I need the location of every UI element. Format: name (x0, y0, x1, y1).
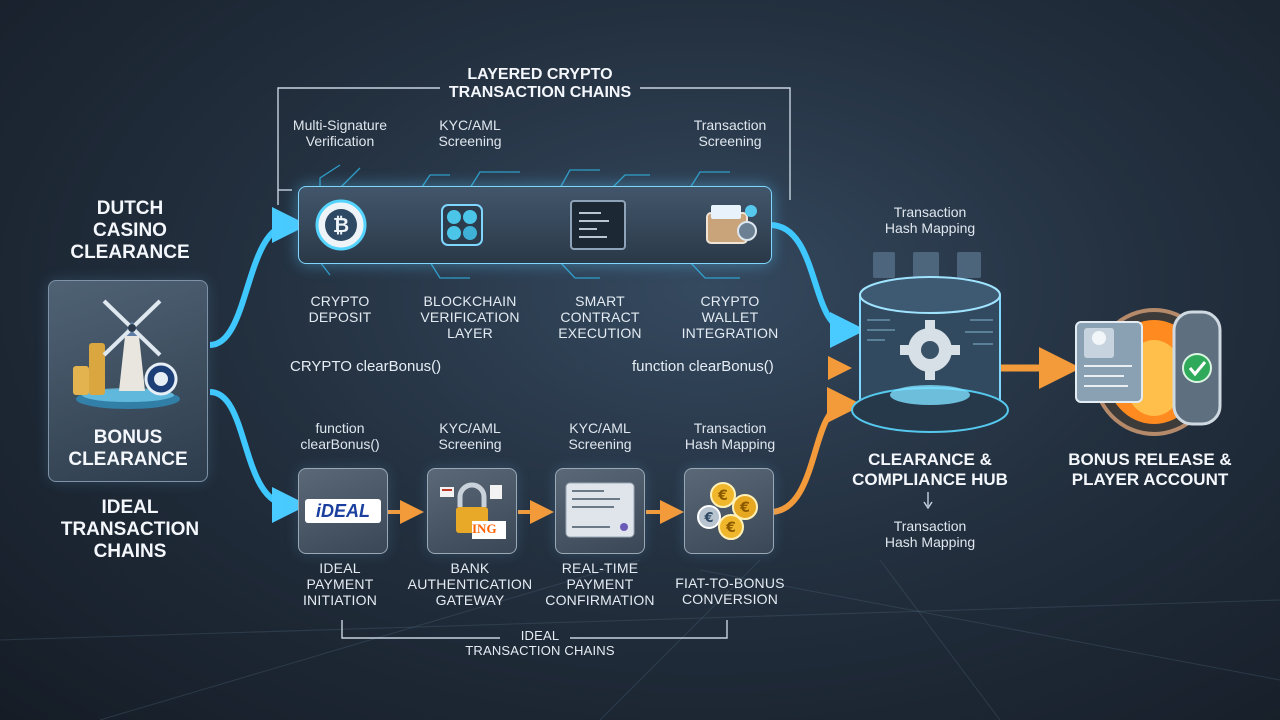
hub-bottom-label: Transaction Hash Mapping (884, 518, 976, 551)
svg-text:€: € (703, 511, 713, 526)
crypto-chain-panel: ₿ (298, 186, 772, 264)
left-bottom-title: iDEAL TRANSACTION CHAINS (60, 497, 200, 562)
center-line-right-label: function clearBonus() (632, 358, 774, 375)
left-title: DUTCH CASINO CLEARANCE (70, 198, 190, 263)
euro-coins-icon: € € € € (697, 482, 758, 540)
ideal-logo-icon: iDEAL (305, 499, 381, 523)
top-bracket-right (640, 87, 791, 200)
hub-cylinder-icon (851, 252, 1009, 433)
ideal-payment-node: iDEAL (298, 468, 388, 554)
contract-icon (570, 200, 626, 250)
gear-icon (900, 320, 960, 380)
bonus-clearance-box: BONUS CLEARANCE (48, 280, 208, 482)
check-icon (1182, 353, 1212, 383)
svg-text:€: € (739, 500, 750, 516)
vault-icon (1075, 308, 1222, 436)
bottom-bracket-left (341, 620, 500, 639)
floor-grid (0, 559, 1280, 720)
fiat-top-label-2: KYC/AML Screening (438, 420, 502, 453)
fiat-bonus-node: € € € € (684, 468, 774, 554)
bank-auth-node: ING (427, 468, 517, 554)
left-to-crypto-arrow (209, 207, 308, 348)
fiat-top-label-4: Transaction Hash Mapping (684, 420, 776, 453)
bottom-bracket-right (570, 620, 728, 639)
hub-title: CLEARANCE & COMPLIANCE HUB (852, 450, 1008, 489)
chip-icon (441, 204, 483, 246)
fiat-top-label-3: KYC/AML Screening (568, 420, 632, 453)
crypto-top-label-1: Multi-Signature Verification (292, 117, 388, 150)
coin-stack-icon (89, 343, 105, 395)
bitcoin-icon: ₿ (315, 199, 367, 251)
center-line-left-label: CRYPTO clearBonus() (290, 358, 442, 375)
fiat-node-label-2: BANK AUTHENTICATION GATEWAY (407, 560, 533, 609)
top-bracket-left (277, 87, 440, 205)
crypto-node-label-4: CRYPTO WALLET INTEGRATION (681, 293, 779, 342)
fiat-node-label-4: FIAT-TO-BONUS CONVERSION (675, 575, 785, 608)
crypto-node-label-3: SMART CONTRACT EXECUTION (558, 293, 642, 342)
bottom-bracket-label: iDEAL TRANSACTION CHAINS (465, 628, 615, 658)
svg-text:€: € (725, 520, 736, 536)
payment-confirm-node (555, 468, 645, 554)
padlock-icon (440, 482, 506, 539)
windmill-icon (73, 299, 180, 409)
ing-logo-icon: ING (472, 521, 497, 536)
svg-text:₿: ₿ (333, 215, 349, 237)
wallet-icon (706, 205, 757, 244)
fiat-node-label-3: REAL-TIME PAYMENT CONFIRMATION (545, 560, 655, 609)
top-bracket-label: LAYERED CRYPTO TRANSACTION CHAINS (448, 66, 632, 102)
left-to-fiat-arrow (209, 389, 308, 523)
hub-top-label: Transaction Hash Mapping (884, 204, 976, 237)
fiat-node-label-1: iDEAL PAYMENT INITIATION (302, 560, 378, 609)
svg-text:€: € (717, 488, 728, 504)
release-title: BONUS RELEASE & PLAYER ACCOUNT (1068, 450, 1232, 489)
fiat-top-label-1: function clearBonus() (300, 420, 380, 453)
crypto-top-label-3: Transaction Screening (693, 117, 767, 150)
crypto-node-label-2: BLOCKCHAIN VERIFICATION LAYER (420, 293, 520, 342)
bonus-clearance-label: BONUS CLEARANCE (68, 427, 188, 470)
crypto-top-label-2: KYC/AML Screening (438, 117, 502, 150)
crypto-node-label-1: CRYPTO DEPOSIT (308, 293, 372, 326)
fiat-to-hub-arrow (769, 387, 863, 515)
receipt-icon (565, 482, 635, 538)
crypto-to-hub-arrow (769, 222, 866, 348)
circuit-traces (319, 164, 740, 279)
